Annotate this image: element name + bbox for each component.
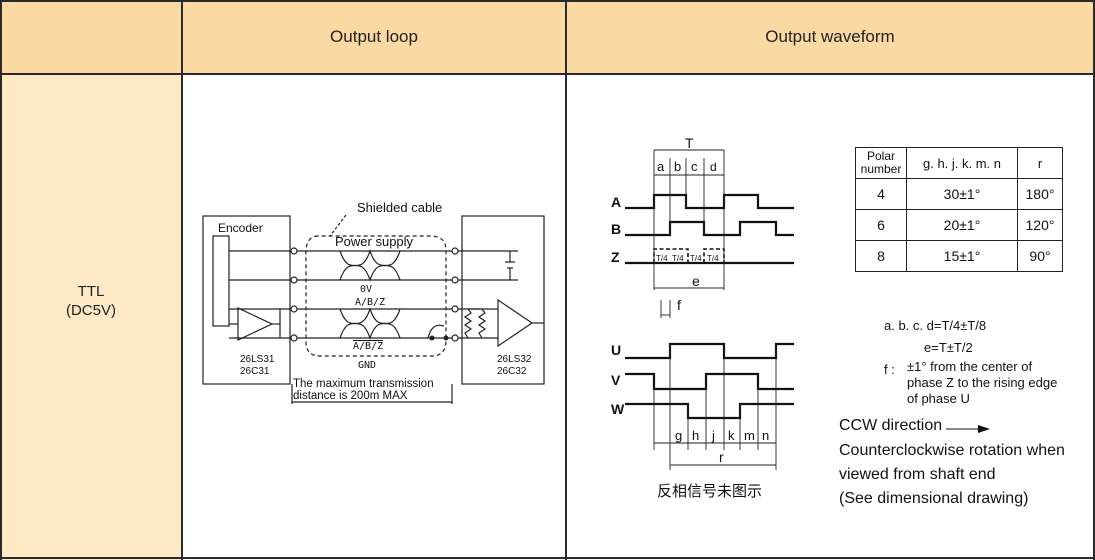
label-w: W bbox=[611, 401, 625, 417]
receiver-box bbox=[461, 215, 545, 385]
formula-f-prefix: f : bbox=[884, 362, 895, 377]
driver-triangle bbox=[237, 307, 274, 341]
ccw-note-line3: viewed from shaft end bbox=[839, 466, 996, 483]
label-z: Z bbox=[611, 249, 620, 265]
table-cell: 20±1° bbox=[906, 209, 1018, 241]
row-label-line1: TTL bbox=[77, 283, 105, 300]
label-m: m bbox=[744, 428, 755, 443]
row-label-line2: (DC5V) bbox=[65, 302, 116, 319]
label-period-t: T bbox=[685, 135, 694, 151]
grid-line bbox=[0, 73, 1095, 75]
waveform-w bbox=[625, 402, 794, 420]
pole-table: Polar number g. h. j. k. m. n r 4 30±1° … bbox=[855, 147, 1063, 272]
ov-label: 0V bbox=[360, 284, 372, 295]
label-u: U bbox=[611, 342, 621, 358]
ccw-note-line4: (See dimensional drawing) bbox=[839, 490, 1029, 507]
waveform-caption: 反相信号未图示 bbox=[657, 483, 762, 500]
label-quarter-2: T/4 bbox=[672, 254, 684, 263]
waveform-u bbox=[625, 342, 794, 360]
header-output-loop-label: Output loop bbox=[330, 27, 418, 46]
ccw-direction: CCW direction bbox=[839, 414, 942, 438]
gnd-label: GND bbox=[358, 360, 376, 371]
label-seg-b: b bbox=[674, 159, 681, 174]
label-seg-c: c bbox=[691, 159, 698, 174]
label-g: g bbox=[675, 428, 682, 443]
formula-f-line2: phase Z to the rising edge bbox=[907, 375, 1058, 390]
ccw-note-line2: Counterclockwise rotation when bbox=[839, 442, 1065, 459]
label-quarter-4: T/4 bbox=[707, 254, 719, 263]
waveform-a bbox=[625, 193, 794, 210]
distance-label-2: distance is 200m MAX bbox=[293, 390, 408, 402]
label-quarter-3: T/4 bbox=[690, 254, 702, 263]
header-output-loop: Output loop bbox=[183, 0, 565, 74]
encoder-label: Encoder bbox=[218, 221, 263, 235]
table-cell: 120° bbox=[1017, 209, 1063, 241]
waveform-v bbox=[625, 372, 794, 391]
encoder-inner-block bbox=[212, 235, 230, 327]
table-header-angles: g. h. j. k. m. n bbox=[906, 147, 1018, 179]
table-cell: 4 bbox=[855, 178, 907, 210]
abz-bar-label: A/B/Z bbox=[353, 341, 383, 352]
grid-line bbox=[0, 0, 2, 560]
label-r: r bbox=[719, 449, 724, 465]
table-cell: 90° bbox=[1017, 240, 1063, 272]
label-j: j bbox=[711, 428, 715, 443]
ccw-direction-label: CCW direction bbox=[839, 417, 943, 434]
table-row: 6 20±1° 120° bbox=[855, 209, 1063, 241]
label-f: f bbox=[677, 297, 681, 313]
label-e: e bbox=[692, 273, 700, 289]
label-seg-a: a bbox=[657, 159, 665, 174]
grid-line bbox=[0, 557, 1095, 559]
table-header-r: r bbox=[1017, 147, 1063, 179]
encoder-box bbox=[202, 215, 291, 385]
grid-line bbox=[565, 0, 567, 560]
table-cell: 180° bbox=[1017, 178, 1063, 210]
output-loop-diagram: Encoder Shielded cable Power supply 0V A… bbox=[202, 200, 545, 404]
label-seg-d: d bbox=[710, 160, 717, 174]
label-h: h bbox=[692, 428, 699, 443]
grid-line bbox=[1093, 0, 1095, 560]
label-a: A bbox=[611, 194, 621, 210]
receiver-triangle bbox=[497, 298, 534, 348]
table-row: 8 15±1° 90° bbox=[855, 240, 1063, 272]
table-cell: 30±1° bbox=[906, 178, 1018, 210]
label-n: n bbox=[762, 428, 769, 443]
table-cell: 15±1° bbox=[906, 240, 1018, 272]
tx-chip-label-1: 26LS31 bbox=[240, 354, 275, 365]
table-row: 4 30±1° 180° bbox=[855, 178, 1063, 210]
label-b: B bbox=[611, 221, 621, 237]
formula-f-line3: of phase U bbox=[907, 391, 970, 406]
cable-shield bbox=[305, 235, 447, 357]
row-label: TTL (DC5V) bbox=[0, 282, 182, 320]
table-cell: 6 bbox=[855, 209, 907, 241]
grid-line bbox=[0, 0, 1095, 2]
table-cell: 8 bbox=[855, 240, 907, 272]
power-supply-label: Power supply bbox=[335, 234, 414, 249]
formula-abcd: a. b. c. d=T/4±T/8 bbox=[884, 318, 987, 333]
grid-line bbox=[181, 0, 183, 560]
label-quarter-1: T/4 bbox=[656, 254, 668, 263]
label-v: V bbox=[611, 372, 621, 388]
distance-label-1: The maximum transmission bbox=[293, 378, 434, 390]
shielded-cable-label: Shielded cable bbox=[357, 200, 442, 215]
ccw-arrow-icon bbox=[946, 425, 990, 433]
rx-chip-label-1: 26LS32 bbox=[497, 354, 532, 365]
output-waveform-diagram: A B Z U V W T a b c d T/4 T/4 T/4 T/4 e … bbox=[611, 135, 794, 500]
table-header-polar: Polar number bbox=[855, 147, 907, 179]
label-k: k bbox=[728, 428, 735, 443]
rx-chip-label-2: 26C32 bbox=[497, 366, 527, 377]
formula-f-line1: ±1° from the center of bbox=[907, 359, 1033, 374]
waveform-b bbox=[625, 220, 794, 237]
tx-chip-label-2: 26C31 bbox=[240, 366, 270, 377]
formula-e: e=T±T/2 bbox=[924, 340, 973, 355]
abz-label: A/B/Z bbox=[355, 297, 385, 308]
header-output-waveform: Output waveform bbox=[567, 0, 1093, 74]
header-output-waveform-label: Output waveform bbox=[765, 27, 895, 46]
row-label-cell bbox=[0, 74, 182, 560]
